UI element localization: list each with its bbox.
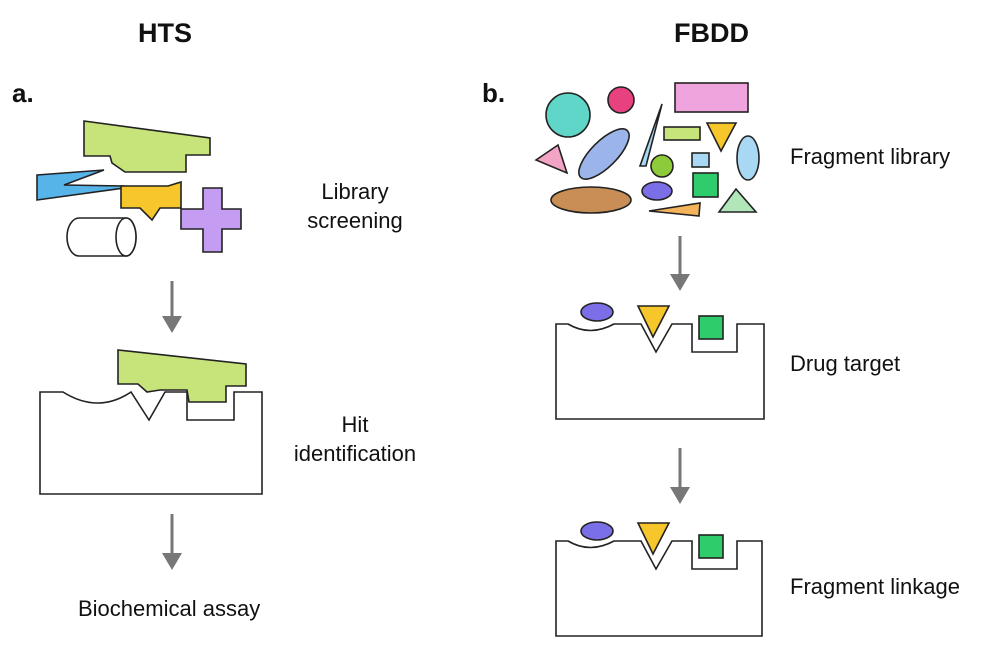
step-library-screening-line2: screening xyxy=(307,208,403,233)
lime-circle-shape xyxy=(650,154,674,178)
step-hit-identification-line1: Hit xyxy=(341,412,369,437)
step-hit-identification-line2: identification xyxy=(293,441,417,466)
step-fragment-linkage: Fragment linkage xyxy=(790,574,960,599)
emerald-fragment-shape xyxy=(698,315,724,340)
green-ligand-bound-shape xyxy=(117,349,247,403)
hts-heading: HTS xyxy=(138,18,192,48)
step-drug-target: Drug target xyxy=(790,351,901,376)
fbdd-heading: FBDD xyxy=(674,18,749,48)
lime-rect-shape xyxy=(663,126,701,141)
hts-receptor-with-hit xyxy=(39,349,263,495)
mint-triangle-shape xyxy=(717,187,758,213)
lightblue-ellipse-shape xyxy=(736,135,760,181)
magenta-circle-shape xyxy=(607,86,635,114)
violet-fragment-linked-shape xyxy=(580,521,614,541)
arrow-down-icon xyxy=(162,514,182,570)
fragment-linkage-target xyxy=(555,521,763,637)
yellow-fragment-shape xyxy=(636,305,671,339)
yellow-fragment-linked-shape xyxy=(636,522,671,556)
pink-rect-shape xyxy=(674,82,749,113)
fbdd-target-protein xyxy=(555,323,765,420)
panel-label-b: b. xyxy=(482,78,506,108)
violet-fragment-shape xyxy=(580,302,614,322)
teal-circle-shape xyxy=(545,92,591,138)
step-biochemical-assay: Biochemical assay xyxy=(78,596,261,621)
brown-ellipse-shape xyxy=(550,186,632,214)
yellow-bubble-shape xyxy=(120,180,182,222)
pink-triangle-shape xyxy=(534,143,569,175)
violet-ellipse-shape xyxy=(641,181,673,201)
panel-label-a: a. xyxy=(12,78,34,108)
blue-wedge-shape xyxy=(36,169,125,201)
lightblue-square-shape xyxy=(691,152,710,168)
step-fragment-library: Fragment library xyxy=(790,144,951,169)
emerald-square-shape xyxy=(692,172,719,198)
fbdd-linkage-protein xyxy=(555,540,763,637)
arrow-down-icon xyxy=(670,448,690,504)
hts-target-protein xyxy=(39,390,263,495)
yellow-triangle-shape xyxy=(705,122,738,153)
lightblue-spike-shape xyxy=(638,103,663,167)
arrow-down-icon xyxy=(670,236,690,291)
fragment-library-shapes xyxy=(534,82,760,217)
white-cylinder-shape xyxy=(66,217,137,257)
step-library-screening: Library screening xyxy=(300,177,410,235)
emerald-fragment-linked-shape xyxy=(698,534,724,559)
purple-cross-shape xyxy=(180,187,242,253)
periwinkle-ellipse-shape xyxy=(578,128,630,180)
drug-target-with-fragments xyxy=(555,302,765,420)
arrow-down-icon xyxy=(162,281,182,333)
green-ligand-shape xyxy=(83,120,211,173)
step-library-screening-line1: Library xyxy=(321,179,389,204)
step-hit-identification: Hit identification xyxy=(280,410,430,468)
orange-wedge-shape xyxy=(648,202,701,217)
hts-library-compounds xyxy=(36,120,242,257)
